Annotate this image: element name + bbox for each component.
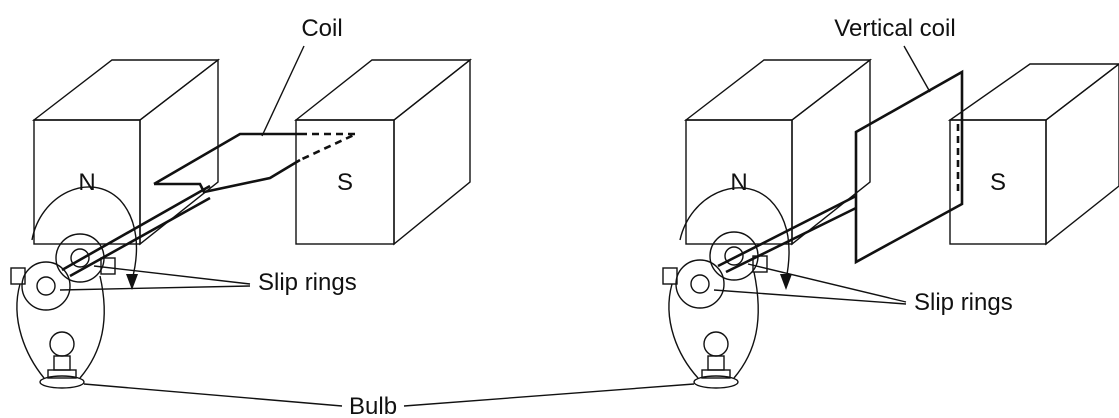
right-coil-leader xyxy=(903,45,931,93)
right-north-magnet: N xyxy=(683,58,873,246)
left-coil-leader xyxy=(261,45,305,137)
left-rotation-arrow xyxy=(31,186,138,281)
right-slip-leader-2 xyxy=(713,289,907,305)
left-coil-label: Coil xyxy=(301,15,342,42)
right-vertical-coil xyxy=(854,69,964,265)
right-bulb xyxy=(693,331,739,389)
right-north-letter: N xyxy=(730,169,747,196)
left-bulb xyxy=(39,331,85,389)
left-coil-hidden xyxy=(299,132,357,162)
right-slip-leader-1 xyxy=(747,263,907,303)
right-arrowhead xyxy=(780,274,792,290)
right-bulb-wires xyxy=(668,271,759,379)
left-coil xyxy=(153,132,301,194)
left-south-magnet: S xyxy=(293,58,473,246)
left-slip-rings-label: Slip rings xyxy=(258,269,357,296)
bulb-leader-right xyxy=(403,383,695,407)
right-south-letter: S xyxy=(990,169,1006,196)
left-slip-leader-2 xyxy=(59,285,251,291)
left-bulb-wires xyxy=(16,275,105,379)
left-north-letter: N xyxy=(78,169,95,196)
bulb-leader-left xyxy=(83,383,343,407)
right-generator: N S xyxy=(662,15,1119,389)
left-generator: N S xyxy=(10,15,473,389)
left-south-letter: S xyxy=(337,169,353,196)
right-slip-rings xyxy=(662,231,768,309)
bulb-label: Bulb xyxy=(349,393,397,418)
left-axle xyxy=(61,184,211,278)
left-slip-leader-1 xyxy=(93,265,251,285)
right-south-magnet: S xyxy=(947,63,1119,246)
right-rotation-arrow xyxy=(679,187,790,281)
left-slip-rings xyxy=(10,233,116,311)
right-coil-label: Vertical coil xyxy=(834,15,955,42)
left-arrowhead xyxy=(126,274,138,290)
left-north-magnet: N xyxy=(31,58,221,246)
right-slip-rings-label: Slip rings xyxy=(914,289,1013,316)
